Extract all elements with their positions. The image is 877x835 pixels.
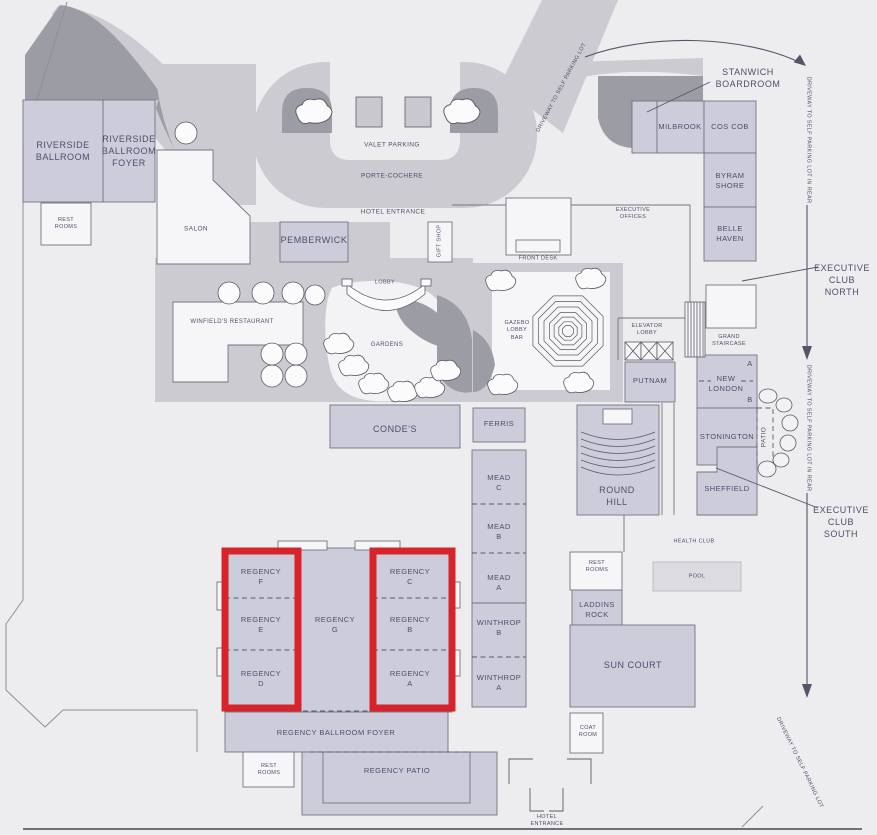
table-icon <box>251 281 275 305</box>
table-icon <box>260 364 284 388</box>
stanwich-pointer <box>646 81 711 113</box>
pool-area <box>652 561 742 592</box>
bush-icon <box>485 269 517 292</box>
room-putnam <box>624 361 676 403</box>
room-coat-room <box>569 712 604 754</box>
room-executive-club-north <box>705 284 757 329</box>
rock-icon <box>758 388 778 404</box>
exec-club-south-pointer <box>715 467 819 509</box>
room-regency-ballroom-foyer <box>224 711 449 753</box>
grand-staircase-icon <box>684 301 706 358</box>
bush-icon <box>323 332 355 355</box>
arrowhead-icon <box>793 54 806 66</box>
restaurant-tables <box>217 281 326 388</box>
round-hill-seating <box>580 431 656 476</box>
white-areas <box>156 149 304 383</box>
winfields-area <box>172 301 304 383</box>
room-regency-block <box>224 547 453 713</box>
rock-icon <box>781 414 799 432</box>
patio-rocks <box>757 388 799 478</box>
room-ferris <box>472 407 526 443</box>
table-icon <box>217 281 241 305</box>
bush-icon <box>487 373 519 396</box>
room-regency-patio <box>301 751 498 816</box>
entrance-vestibule <box>508 758 592 812</box>
room-rest-rooms-mid <box>569 551 623 591</box>
trees-and-bushes <box>174 96 607 403</box>
rock-icon <box>757 460 777 478</box>
table-icon <box>284 364 308 388</box>
bush-icon <box>430 359 462 382</box>
room-byram-shore <box>703 152 757 208</box>
property-outline <box>5 1 764 828</box>
table-icon <box>281 281 305 305</box>
front-desk-counter <box>515 239 561 253</box>
table-icon <box>304 284 326 306</box>
room-new-london <box>696 354 758 409</box>
bush-icon <box>358 372 390 395</box>
exec-club-north-pointer <box>741 266 819 282</box>
salon-area <box>156 149 251 265</box>
highlights <box>221 547 456 712</box>
bush-icon <box>414 376 446 399</box>
room-cos-cob <box>703 100 757 154</box>
room-sun-court <box>569 624 696 708</box>
gazebo-shadow <box>473 330 495 392</box>
planter <box>355 96 383 128</box>
patio-outline <box>756 407 774 468</box>
highlight-regency-c-b-a <box>369 547 456 712</box>
room-rest-rooms-sw <box>242 751 295 788</box>
bush-icon <box>387 380 419 403</box>
room-mead-winthrop-column <box>471 449 527 708</box>
tree-icon <box>443 98 481 125</box>
planter <box>404 96 432 128</box>
table-icon <box>260 342 284 366</box>
elevator-icons <box>624 341 674 361</box>
room-gift-shop <box>427 221 453 263</box>
room-condes <box>329 404 461 449</box>
regency-top-tab <box>277 540 328 551</box>
room-laddins-rock <box>571 589 623 626</box>
room-belle-haven <box>703 206 757 262</box>
callout-lines <box>646 81 819 509</box>
table-icon <box>284 342 308 366</box>
lobby-desk <box>341 278 432 311</box>
room-rest-rooms-nw <box>40 202 92 246</box>
interior-walls <box>452 204 691 552</box>
rock-icon <box>775 397 793 413</box>
round-hill-stage <box>602 408 633 425</box>
tree-icon <box>174 121 198 145</box>
arrow-top-curve <box>584 39 804 65</box>
room-riverside-ballroom-foyer <box>102 99 156 203</box>
bush-icon <box>563 371 595 394</box>
gazebo-court <box>492 272 610 390</box>
rock-icon <box>779 434 797 452</box>
rock-icon <box>772 452 790 468</box>
driveway-arrows <box>584 39 812 698</box>
tree-icon <box>295 98 333 125</box>
arrowhead-icon <box>802 684 812 698</box>
arrowhead-icon <box>802 346 812 360</box>
highlight-regency-f-e-d <box>221 547 302 712</box>
bush-icon <box>338 354 370 377</box>
bush-icon <box>575 267 607 290</box>
room-riverside-ballroom <box>22 99 104 203</box>
room-milbrook <box>656 100 705 154</box>
room-pemberwick <box>279 221 349 263</box>
gazebo-icon <box>532 295 604 367</box>
